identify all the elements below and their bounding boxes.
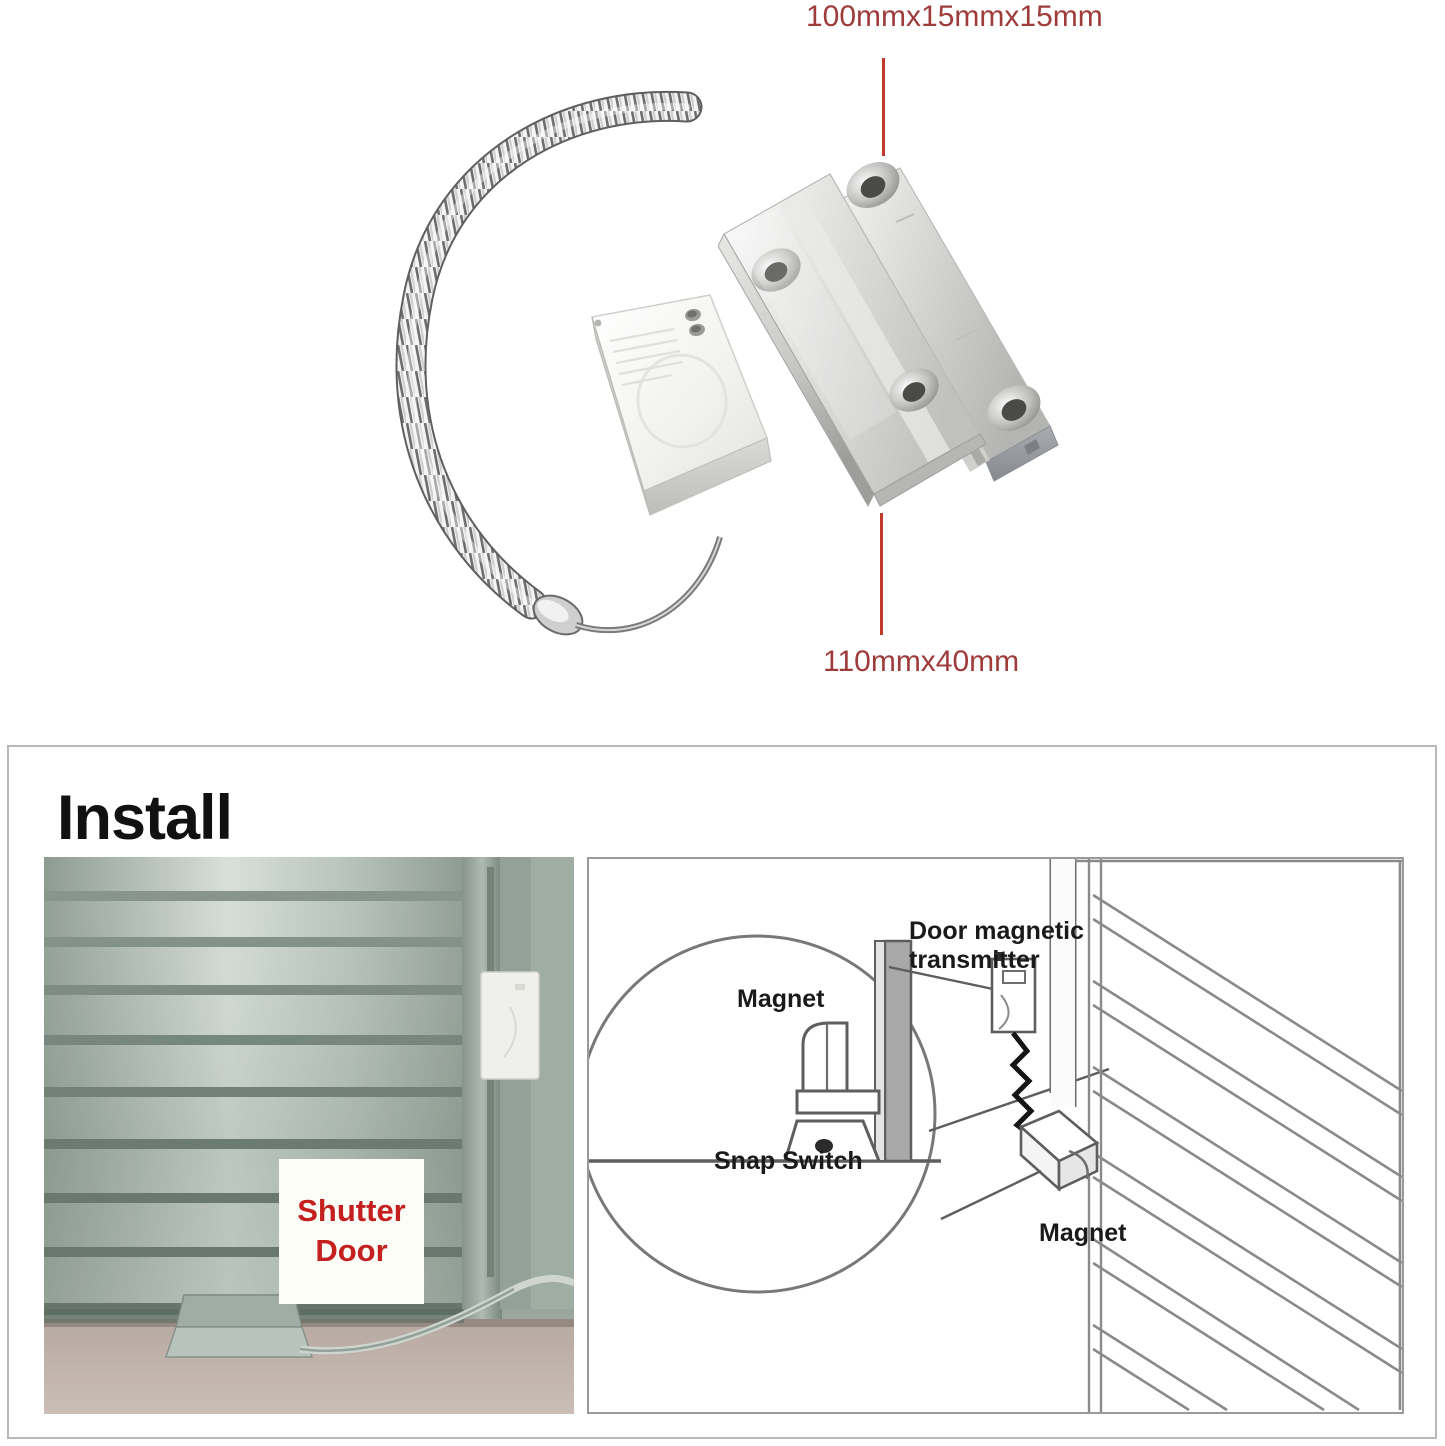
dimension-label-base: 110mmx40mm [823,645,1020,678]
dimension-label-sensor: 100mmx15mmx15mm [806,0,1103,33]
label-transmitter-line1: Door magnetic [909,917,1085,945]
leader-line-bottom [880,513,883,635]
label-snap-switch: Snap Switch [714,1147,863,1175]
label-door-magnetic-transmitter: Door magnetic transmitter [909,917,1084,975]
shutter-door-drawing [940,859,1402,1412]
shutter-door-badge: Shutter Door [279,1159,424,1304]
installation-schematic: Magnet Snap Switch Door magnetic transmi… [587,857,1404,1414]
install-section: Install [7,745,1437,1439]
shutter-door-label-line1: Shutter [297,1193,406,1228]
aluminium-sensor [717,140,1090,520]
install-title: Install [57,783,233,853]
shutter-door-photo: Shutter Door [44,857,574,1414]
leader-line-top [882,58,885,156]
detail-circle [589,934,941,1294]
label-magnet-door: Magnet [1039,1219,1127,1247]
label-transmitter-line2: transmitter [909,946,1040,974]
transmitter-box [562,283,794,541]
armored-cable [370,85,790,655]
product-photo-section: 100mmx15mmx15mm 110mmx40mm [370,0,1103,678]
shutter-door-label-line2: Door [315,1233,388,1268]
label-magnet-detail: Magnet [737,985,825,1013]
